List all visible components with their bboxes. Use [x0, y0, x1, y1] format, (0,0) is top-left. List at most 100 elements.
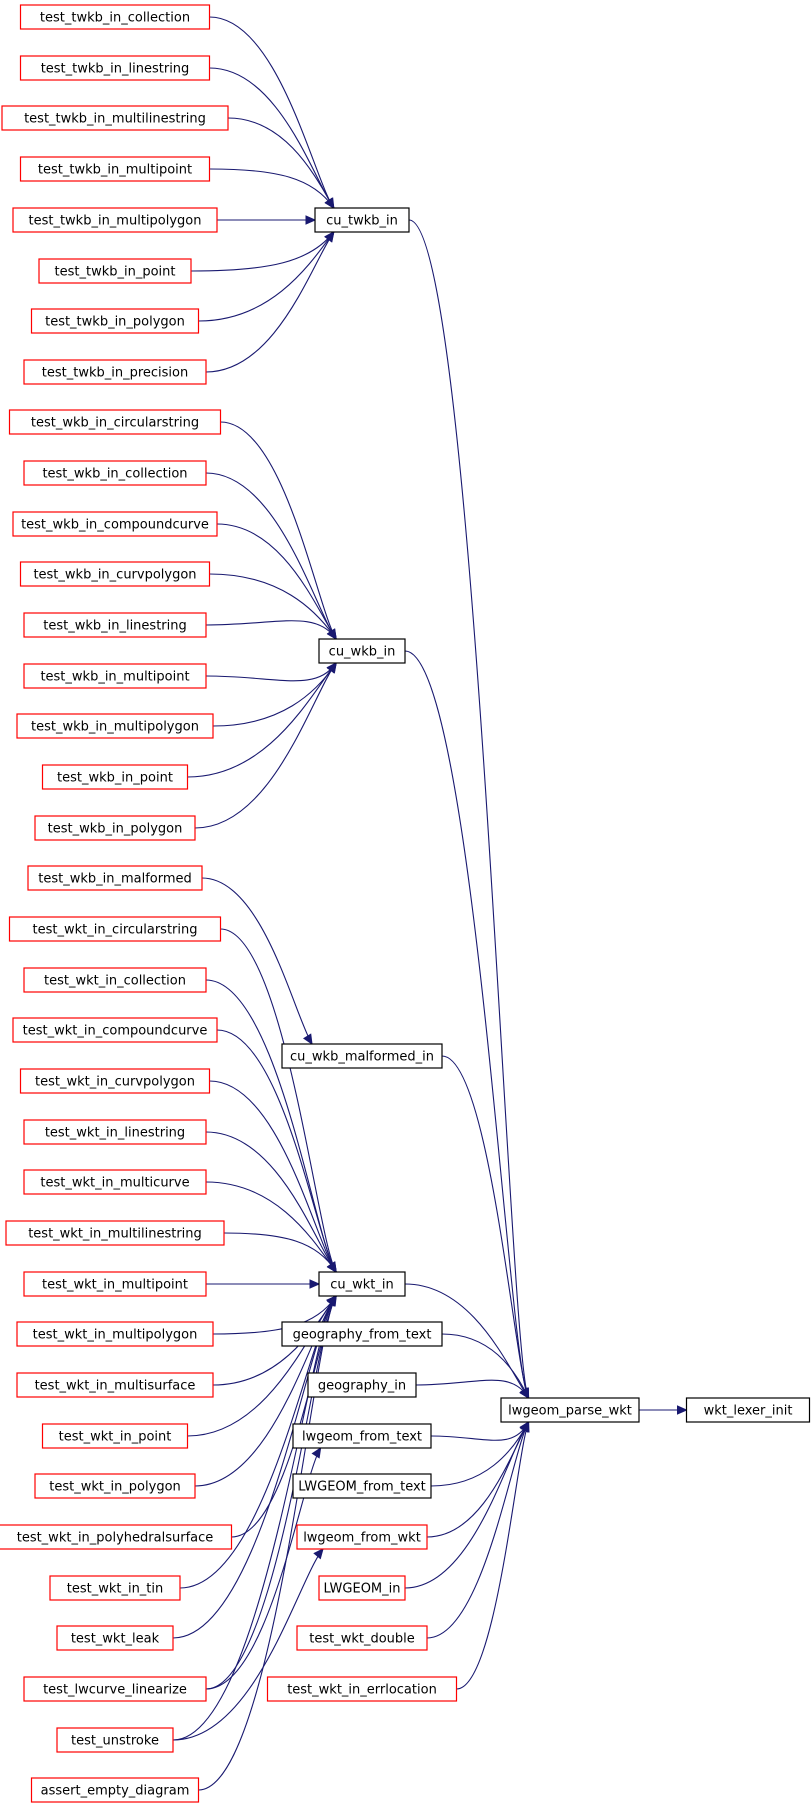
node-box[interactable] — [34, 1473, 196, 1499]
node-test-wkt-in-point[interactable]: test_wkt_in_point — [41, 1423, 189, 1449]
node-box[interactable] — [12, 1017, 218, 1043]
node-box[interactable] — [23, 967, 207, 993]
node-test-wkb-in-malformed[interactable]: test_wkb_in_malformed — [27, 865, 203, 891]
node-test-wkt-in-multipoint[interactable]: test_wkt_in_multipoint — [23, 1271, 207, 1297]
node-box[interactable] — [0, 1524, 233, 1550]
node-box[interactable] — [296, 1524, 428, 1550]
node-box[interactable] — [12, 511, 218, 537]
node-lwgeom-in[interactable]: LWGEOM_in — [318, 1575, 406, 1601]
node-box[interactable] — [16, 1321, 214, 1347]
node-box[interactable] — [19, 561, 211, 587]
node-box[interactable] — [23, 1169, 207, 1195]
node-box[interactable] — [56, 1727, 174, 1753]
node-box[interactable] — [685, 1397, 811, 1423]
node-test-wkb-in-circularstring[interactable]: test_wkb_in_circularstring — [8, 409, 222, 435]
node-cu-wkb-in[interactable]: cu_wkb_in — [318, 638, 406, 664]
node-box[interactable] — [30, 308, 200, 334]
node-test-lwcurve-linearize[interactable]: test_lwcurve_linearize — [23, 1676, 207, 1702]
node-box[interactable] — [23, 1676, 207, 1702]
node-test-wkb-in-multipoint[interactable]: test_wkb_in_multipoint — [23, 663, 207, 689]
node-test-unstroke[interactable]: test_unstroke — [56, 1727, 174, 1753]
node-test-wkt-in-polygon[interactable]: test_wkt_in_polygon — [34, 1473, 196, 1499]
node-box[interactable] — [19, 156, 211, 182]
node-cu-wkt-in[interactable]: cu_wkt_in — [318, 1271, 406, 1297]
node-test-twkb-in-linestring[interactable]: test_twkb_in_linestring — [19, 55, 211, 81]
node-box[interactable] — [8, 916, 222, 942]
node-lwgeom-from-text[interactable]: LWGEOM_from_text — [292, 1473, 432, 1499]
node-box[interactable] — [23, 663, 207, 689]
node-box[interactable] — [292, 1423, 432, 1449]
node-box[interactable] — [23, 1119, 207, 1145]
node-box[interactable] — [34, 815, 196, 841]
node-test-wkt-in-multisurface[interactable]: test_wkt_in_multisurface — [16, 1372, 214, 1398]
node-box[interactable] — [5, 1220, 225, 1246]
node-test-wkt-in-tin[interactable]: test_wkt_in_tin — [49, 1575, 181, 1601]
node-lwgeom-parse-wkt[interactable]: lwgeom_parse_wkt — [500, 1397, 640, 1423]
node-test-twkb-in-multipolygon[interactable]: test_twkb_in_multipolygon — [12, 207, 218, 233]
node-box[interactable] — [23, 1271, 207, 1297]
node-box[interactable] — [38, 258, 192, 284]
node-test-wkt-in-multicurve[interactable]: test_wkt_in_multicurve — [23, 1169, 207, 1195]
node-box[interactable] — [41, 1423, 189, 1449]
node-box[interactable] — [41, 764, 189, 790]
node-box[interactable] — [307, 1372, 417, 1398]
node-box[interactable] — [281, 1321, 443, 1347]
node-lwgeom-from-text[interactable]: lwgeom_from_text — [292, 1423, 432, 1449]
node-box[interactable] — [318, 1271, 406, 1297]
node-test-wkt-double[interactable]: test_wkt_double — [296, 1625, 428, 1651]
node-test-wkb-in-collection[interactable]: test_wkb_in_collection — [23, 460, 207, 486]
node-test-wkt-in-compoundcurve[interactable]: test_wkt_in_compoundcurve — [12, 1017, 218, 1043]
node-test-wkt-in-linestring[interactable]: test_wkt_in_linestring — [23, 1119, 207, 1145]
node-test-wkt-in-errlocation[interactable]: test_wkt_in_errlocation — [266, 1676, 458, 1702]
node-box[interactable] — [16, 713, 214, 739]
node-cu-wkb-malformed-in[interactable]: cu_wkb_malformed_in — [281, 1043, 443, 1069]
node-box[interactable] — [296, 1625, 428, 1651]
node-geography-from-text[interactable]: geography_from_text — [281, 1321, 443, 1347]
node-box[interactable] — [16, 1372, 214, 1398]
node-box[interactable] — [56, 1625, 174, 1651]
node-test-wkb-in-compoundcurve[interactable]: test_wkb_in_compoundcurve — [12, 511, 218, 537]
node-test-wkt-in-polyhedralsurface[interactable]: test_wkt_in_polyhedralsurface — [0, 1524, 233, 1550]
node-test-wkb-in-curvpolygon[interactable]: test_wkb_in_curvpolygon — [19, 561, 211, 587]
node-box[interactable] — [23, 359, 207, 385]
node-test-wkb-in-polygon[interactable]: test_wkb_in_polygon — [34, 815, 196, 841]
node-box[interactable] — [314, 207, 410, 233]
node-test-twkb-in-multipoint[interactable]: test_twkb_in_multipoint — [19, 156, 211, 182]
node-box[interactable] — [292, 1473, 432, 1499]
node-test-wkt-in-collection[interactable]: test_wkt_in_collection — [23, 967, 207, 993]
node-box[interactable] — [19, 4, 211, 30]
node-geography-in[interactable]: geography_in — [307, 1372, 417, 1398]
node-box[interactable] — [27, 865, 203, 891]
node-cu-twkb-in[interactable]: cu_twkb_in — [314, 207, 410, 233]
node-box[interactable] — [23, 612, 207, 638]
node-assert-empty-diagram[interactable]: assert_empty_diagram — [30, 1777, 200, 1803]
node-box[interactable] — [1, 105, 229, 131]
node-box[interactable] — [8, 409, 222, 435]
node-wkt-lexer-init[interactable]: wkt_lexer_init — [685, 1397, 811, 1423]
node-box[interactable] — [49, 1575, 181, 1601]
node-box[interactable] — [12, 207, 218, 233]
node-test-twkb-in-polygon[interactable]: test_twkb_in_polygon — [30, 308, 200, 334]
node-test-wkb-in-linestring[interactable]: test_wkb_in_linestring — [23, 612, 207, 638]
node-box[interactable] — [19, 55, 211, 81]
node-test-twkb-in-collection[interactable]: test_twkb_in_collection — [19, 4, 211, 30]
node-box[interactable] — [266, 1676, 458, 1702]
node-test-twkb-in-precision[interactable]: test_twkb_in_precision — [23, 359, 207, 385]
node-box[interactable] — [281, 1043, 443, 1069]
node-box[interactable] — [19, 1068, 211, 1094]
node-lwgeom-from-wkt[interactable]: lwgeom_from_wkt — [296, 1524, 428, 1550]
node-test-wkt-leak[interactable]: test_wkt_leak — [56, 1625, 174, 1651]
node-test-twkb-in-point[interactable]: test_twkb_in_point — [38, 258, 192, 284]
node-test-wkb-in-point[interactable]: test_wkb_in_point — [41, 764, 189, 790]
node-test-wkt-in-multipolygon[interactable]: test_wkt_in_multipolygon — [16, 1321, 214, 1347]
node-box[interactable] — [23, 460, 207, 486]
node-box[interactable] — [318, 1575, 406, 1601]
node-test-wkt-in-circularstring[interactable]: test_wkt_in_circularstring — [8, 916, 222, 942]
node-test-twkb-in-multilinestring[interactable]: test_twkb_in_multilinestring — [1, 105, 229, 131]
node-box[interactable] — [318, 638, 406, 664]
node-test-wkt-in-multilinestring[interactable]: test_wkt_in_multilinestring — [5, 1220, 225, 1246]
node-box[interactable] — [500, 1397, 640, 1423]
node-test-wkt-in-curvpolygon[interactable]: test_wkt_in_curvpolygon — [19, 1068, 211, 1094]
node-box[interactable] — [30, 1777, 200, 1803]
node-test-wkb-in-multipolygon[interactable]: test_wkb_in_multipolygon — [16, 713, 214, 739]
